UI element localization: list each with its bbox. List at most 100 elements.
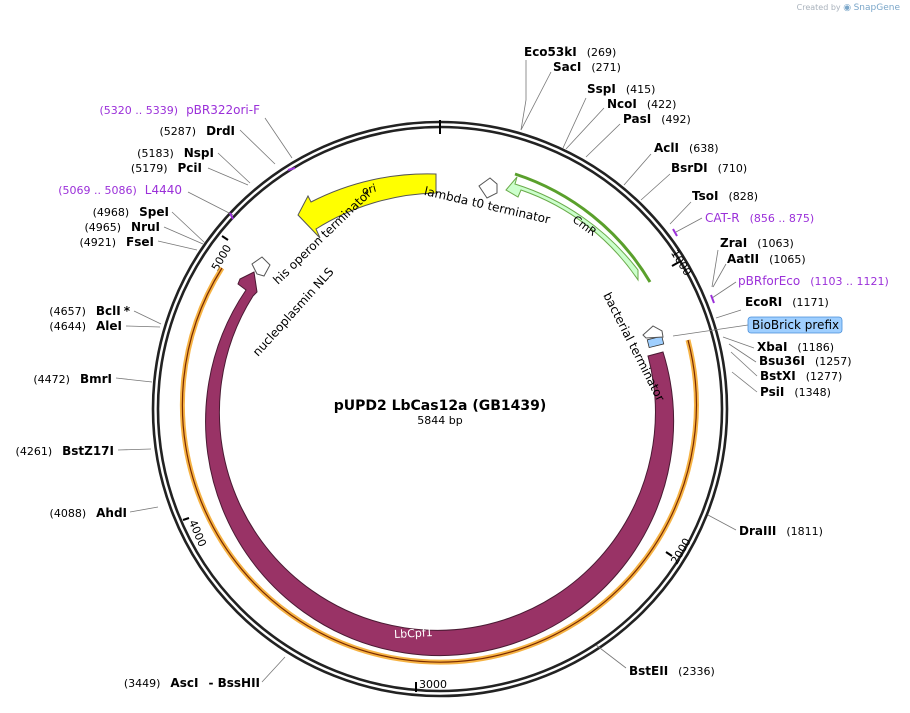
site-bstxi: BstXI(1277) <box>760 369 842 383</box>
tick-label-1000: 1000 <box>668 248 694 279</box>
leader-bsu36i <box>728 343 757 363</box>
primer-pbrforeco: pBRforEco(1103 .. 1121) <box>738 274 889 288</box>
leader-alei <box>125 325 161 328</box>
tick-5000 <box>221 235 229 241</box>
site-xbai: XbaI(1186) <box>757 340 834 354</box>
site-psii: PsiI(1348) <box>760 385 831 399</box>
his-operon-arrow <box>251 256 271 277</box>
leader-ncoi <box>565 107 605 150</box>
site-nspi: (5183)NspI <box>137 146 214 160</box>
biobrick-label: BioBrick prefix <box>752 318 839 332</box>
leader-cat-r <box>675 217 703 233</box>
leader-xbai <box>722 336 755 349</box>
site-zrai: ZraI(1063) <box>720 236 794 250</box>
credit-prefix: Created by <box>796 3 841 12</box>
cmr-feature <box>505 176 639 282</box>
snapgene-credit: Created by ◉ SnapGene <box>797 3 900 13</box>
site-alei: (4644)AleI <box>49 319 122 333</box>
leader-bsteii <box>595 644 627 669</box>
leader-acli <box>623 153 652 186</box>
leader-psii <box>731 371 758 393</box>
leader-bsrdi <box>640 173 671 201</box>
site-nrui: (4965)NruI <box>84 220 160 234</box>
leader-ecori <box>715 309 742 319</box>
site-eco53ki: Eco53kI(269) <box>524 45 616 59</box>
site-bcli: (4657)BclI* <box>49 304 130 318</box>
site-bsu36i: Bsu36I(1257) <box>759 354 852 368</box>
leader-pbr322ori <box>264 117 293 159</box>
tick-label-4000: 4000 <box>186 518 209 549</box>
leader-drdi <box>239 129 276 165</box>
leader-asci <box>261 656 286 683</box>
primer-cat-r: CAT-R(856 .. 875) <box>705 211 814 225</box>
site-tsoi: TsoI(828) <box>692 189 758 203</box>
leader-l4440 <box>187 191 234 216</box>
primer-l4440: (5069 .. 5086)L4440 <box>58 183 182 197</box>
site-pasi: PasI(492) <box>623 112 691 126</box>
leader-zrai <box>711 249 719 288</box>
site-bsteii: BstEII(2336) <box>629 664 715 678</box>
lbcpf1-label: LbCpf1 <box>394 626 433 641</box>
site-pcii: (5179)PciI <box>131 161 202 175</box>
site-ahdi: (4088)AhdI <box>50 506 127 520</box>
leader-bmri <box>115 377 153 383</box>
leader-eco53ki <box>520 60 527 131</box>
leader-pcii <box>207 167 249 186</box>
site-labels-left: (3449)AscI- BssHII (4088)AhdI (4261)BstZ… <box>16 103 261 690</box>
leader-bcli <box>133 310 162 325</box>
site-acli: AclI(638) <box>654 141 719 155</box>
biobrick-label-box <box>747 316 843 334</box>
plasmid-size: 5844 bp <box>417 414 462 427</box>
site-bmri: (4472)BmrI <box>33 372 112 386</box>
leader-draiii <box>707 514 737 531</box>
leader-biobrick <box>672 324 749 337</box>
site-asci: (3449)AscI- BssHII <box>124 676 260 690</box>
primer-pbr322ori-f: (5320 .. 5339)pBR322ori-F <box>100 103 261 117</box>
leader-bstxi <box>730 351 758 377</box>
leader-aatii <box>712 263 727 288</box>
ori-feature <box>297 173 437 239</box>
cmr-highlight-arc <box>514 172 652 283</box>
tick-2000 <box>665 551 673 557</box>
site-labels-right: Eco53kI(269) SacI(271) SspI(415) NcoI(42… <box>524 45 889 678</box>
bacterial-terminator-label: bacterial terminator <box>600 290 667 404</box>
leader-pasi <box>585 123 621 158</box>
site-bsrdi: BsrDI(710) <box>671 161 747 175</box>
leader-sspi <box>562 97 587 149</box>
tick-1000 <box>671 261 680 267</box>
site-sspi: SspI(415) <box>587 82 655 96</box>
site-ecori: EcoRI(1171) <box>745 295 829 309</box>
leader-pbrforeco <box>711 281 737 299</box>
lbcpf1-feature <box>205 271 675 656</box>
primer-mark-cat-r <box>672 228 678 237</box>
site-leaders <box>115 60 758 683</box>
site-saci: SacI(271) <box>553 60 621 74</box>
leader-tsoi <box>669 201 692 225</box>
ori-label: ori <box>360 182 377 198</box>
tick-label-3000: 3000 <box>419 678 447 691</box>
site-spei: (4968)SpeI <box>93 205 169 219</box>
primer-mark-l4440 <box>229 212 234 220</box>
leader-bstz17i <box>117 448 152 451</box>
leader-spei <box>171 211 206 244</box>
leader-fsei <box>157 240 198 251</box>
lambda-t0-arrow <box>478 177 498 199</box>
nucleoplasmin-nls-label: nucleoplasmin NLS <box>250 265 337 359</box>
leader-nrui <box>163 226 204 245</box>
leader-ahdi <box>129 506 159 513</box>
site-ncoi: NcoI(422) <box>607 97 676 111</box>
site-bstz17i: (4261)BstZ17I <box>16 444 114 458</box>
bacterial-terminator-arrow <box>642 325 664 339</box>
credit-brand: SnapGene <box>853 3 900 13</box>
plasmid-name: pUPD2 LbCas12a (GB1439) <box>334 398 547 414</box>
snapgene-logo-icon: ◉ <box>843 3 852 13</box>
primer-mark-pbr322ori <box>287 167 296 171</box>
primer-marks <box>187 117 737 304</box>
site-draiii: DraIII(1811) <box>739 524 823 538</box>
tick-4000 <box>182 517 190 521</box>
site-aatii: AatII(1065) <box>727 252 806 266</box>
leader-nspi <box>217 152 251 184</box>
primer-mark-pbrforeco <box>710 294 715 304</box>
lbcpf1-highlight-arc-core <box>181 267 697 663</box>
